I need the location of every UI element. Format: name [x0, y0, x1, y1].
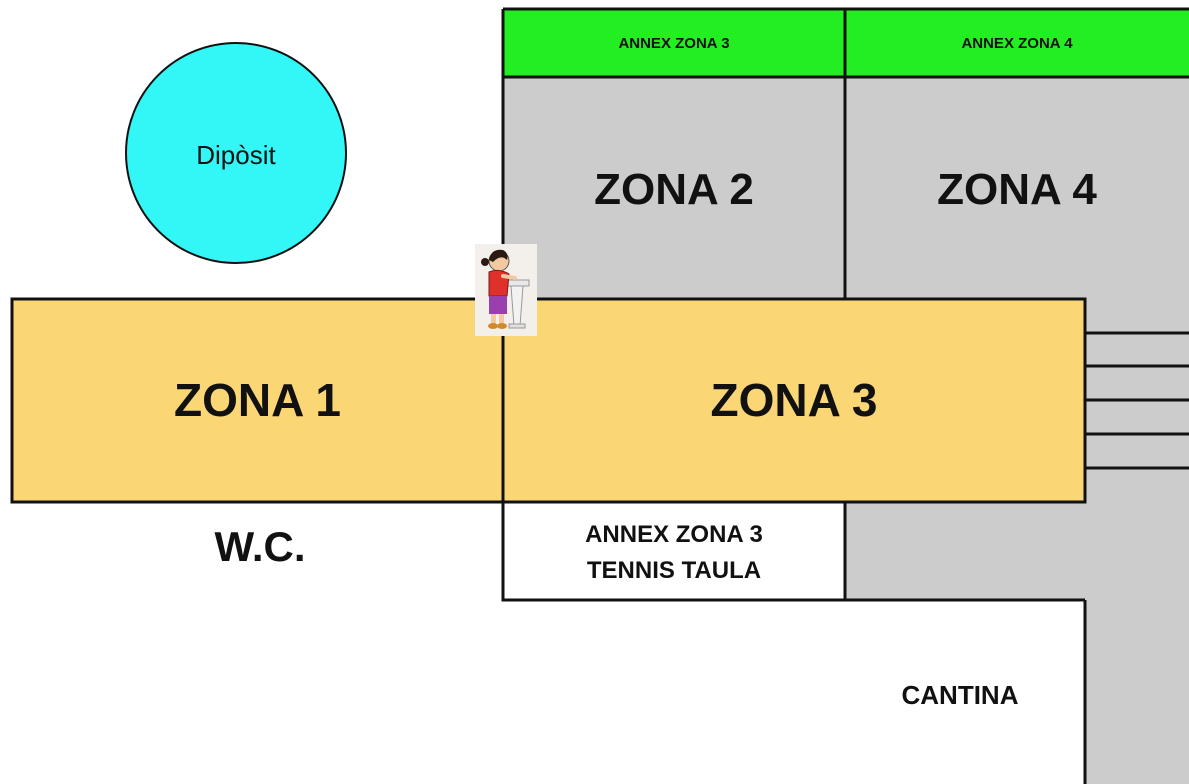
gray-lower-area — [845, 502, 1085, 600]
zona-4-area — [845, 77, 1189, 299]
zona-3-label: ZONA 3 — [710, 374, 878, 426]
zona-4-label: ZONA 4 — [937, 165, 1097, 214]
annex-tennis-label: ANNEX ZONA 3 TENNIS TAULA — [503, 505, 845, 600]
annex-tennis-line1: ANNEX ZONA 3 — [585, 520, 763, 548]
zona-2-area — [503, 77, 845, 299]
annex-zona-3-label: ANNEX ZONA 3 — [618, 34, 730, 52]
wc-label: W.C. — [214, 523, 306, 570]
annex-zona-4-area — [845, 9, 1189, 77]
annex-tennis-line2: TENNIS TAULA — [586, 556, 762, 584]
zona-2-label: ZONA 2 — [594, 165, 754, 214]
stairs — [1085, 331, 1189, 470]
tank-label: Dipòsit — [196, 139, 276, 170]
drinking-fountain-icon — [475, 244, 537, 336]
annex-tennis-area — [501, 500, 847, 602]
zona-1-label: ZONA 1 — [174, 374, 341, 426]
tank-circle — [125, 42, 347, 264]
cantina-label: CANTINA — [901, 679, 1019, 710]
annex-zona-3-area — [503, 9, 845, 77]
zona-1-area — [10, 297, 505, 504]
annex-zona-4-label: ANNEX ZONA 4 — [961, 34, 1073, 52]
gray-right-strip — [1085, 299, 1189, 784]
